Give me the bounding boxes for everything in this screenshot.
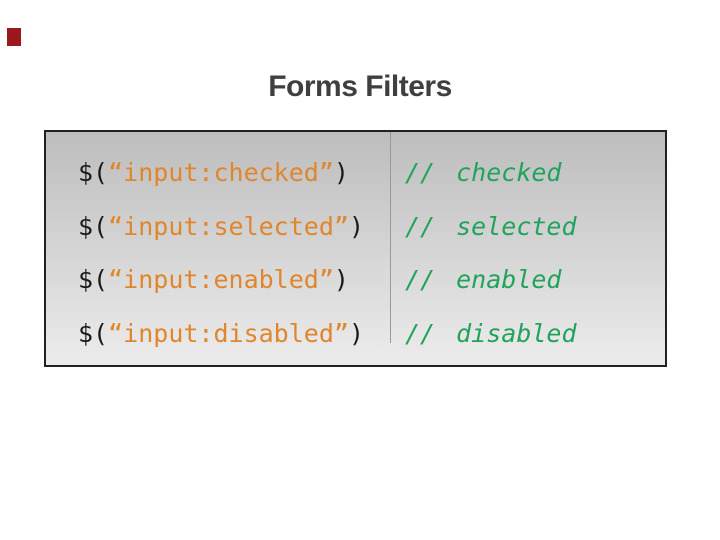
code-row-checked: $(“input:checked”) // checked	[46, 146, 665, 200]
page-title: Forms Filters	[268, 70, 452, 103]
code-prefix: $(	[78, 158, 109, 188]
code-suffix: )	[348, 211, 364, 241]
selector-string: “input:disabled”	[108, 318, 349, 348]
code-row-enabled: $(“input:enabled”) // enabled	[46, 253, 665, 307]
code-example-box: $(“input:checked”) //checked $(“input:se…	[44, 130, 667, 367]
code-comment: // enabled	[390, 265, 561, 294]
comment-marker: //	[405, 158, 436, 188]
selector-string: “input:selected”	[108, 211, 349, 241]
selector-code: $(“input:selected”)	[46, 212, 390, 241]
code-prefix: $(	[78, 318, 109, 348]
code-suffix: )	[348, 318, 364, 348]
selector-code: $(“input:enabled”)	[46, 265, 390, 294]
code-prefix: $(	[78, 211, 109, 241]
comment-text: selected	[456, 211, 577, 241]
selector-code: $(“input:disabled”)	[46, 319, 390, 348]
selector-string: “input:enabled”	[108, 265, 334, 295]
comment-text: disabled	[456, 318, 577, 348]
comment-marker: //	[405, 211, 436, 241]
code-comment: // selected	[390, 212, 577, 241]
comment-marker: //	[405, 265, 436, 295]
code-suffix: )	[333, 265, 349, 295]
code-comment: // checked	[390, 158, 561, 187]
comment-text: enabled	[456, 265, 562, 295]
code-rows: $(“input:checked”) //checked $(“input:se…	[46, 146, 665, 360]
selector-string: “input:checked”	[108, 158, 334, 188]
code-comment: // disabled	[390, 319, 577, 348]
comment-marker: //	[405, 318, 436, 348]
code-row-disabled: $(“input:disabled”) // disabled	[46, 307, 665, 361]
code-row-selected: $(“input:selected”) // selected	[46, 200, 665, 254]
code-prefix: $(	[78, 265, 109, 295]
comment-text: checked	[456, 158, 562, 188]
column-divider	[390, 132, 391, 343]
selector-code: $(“input:checked”)	[46, 158, 390, 187]
slide-template-corner-mark	[7, 28, 21, 46]
code-suffix: )	[333, 158, 349, 188]
